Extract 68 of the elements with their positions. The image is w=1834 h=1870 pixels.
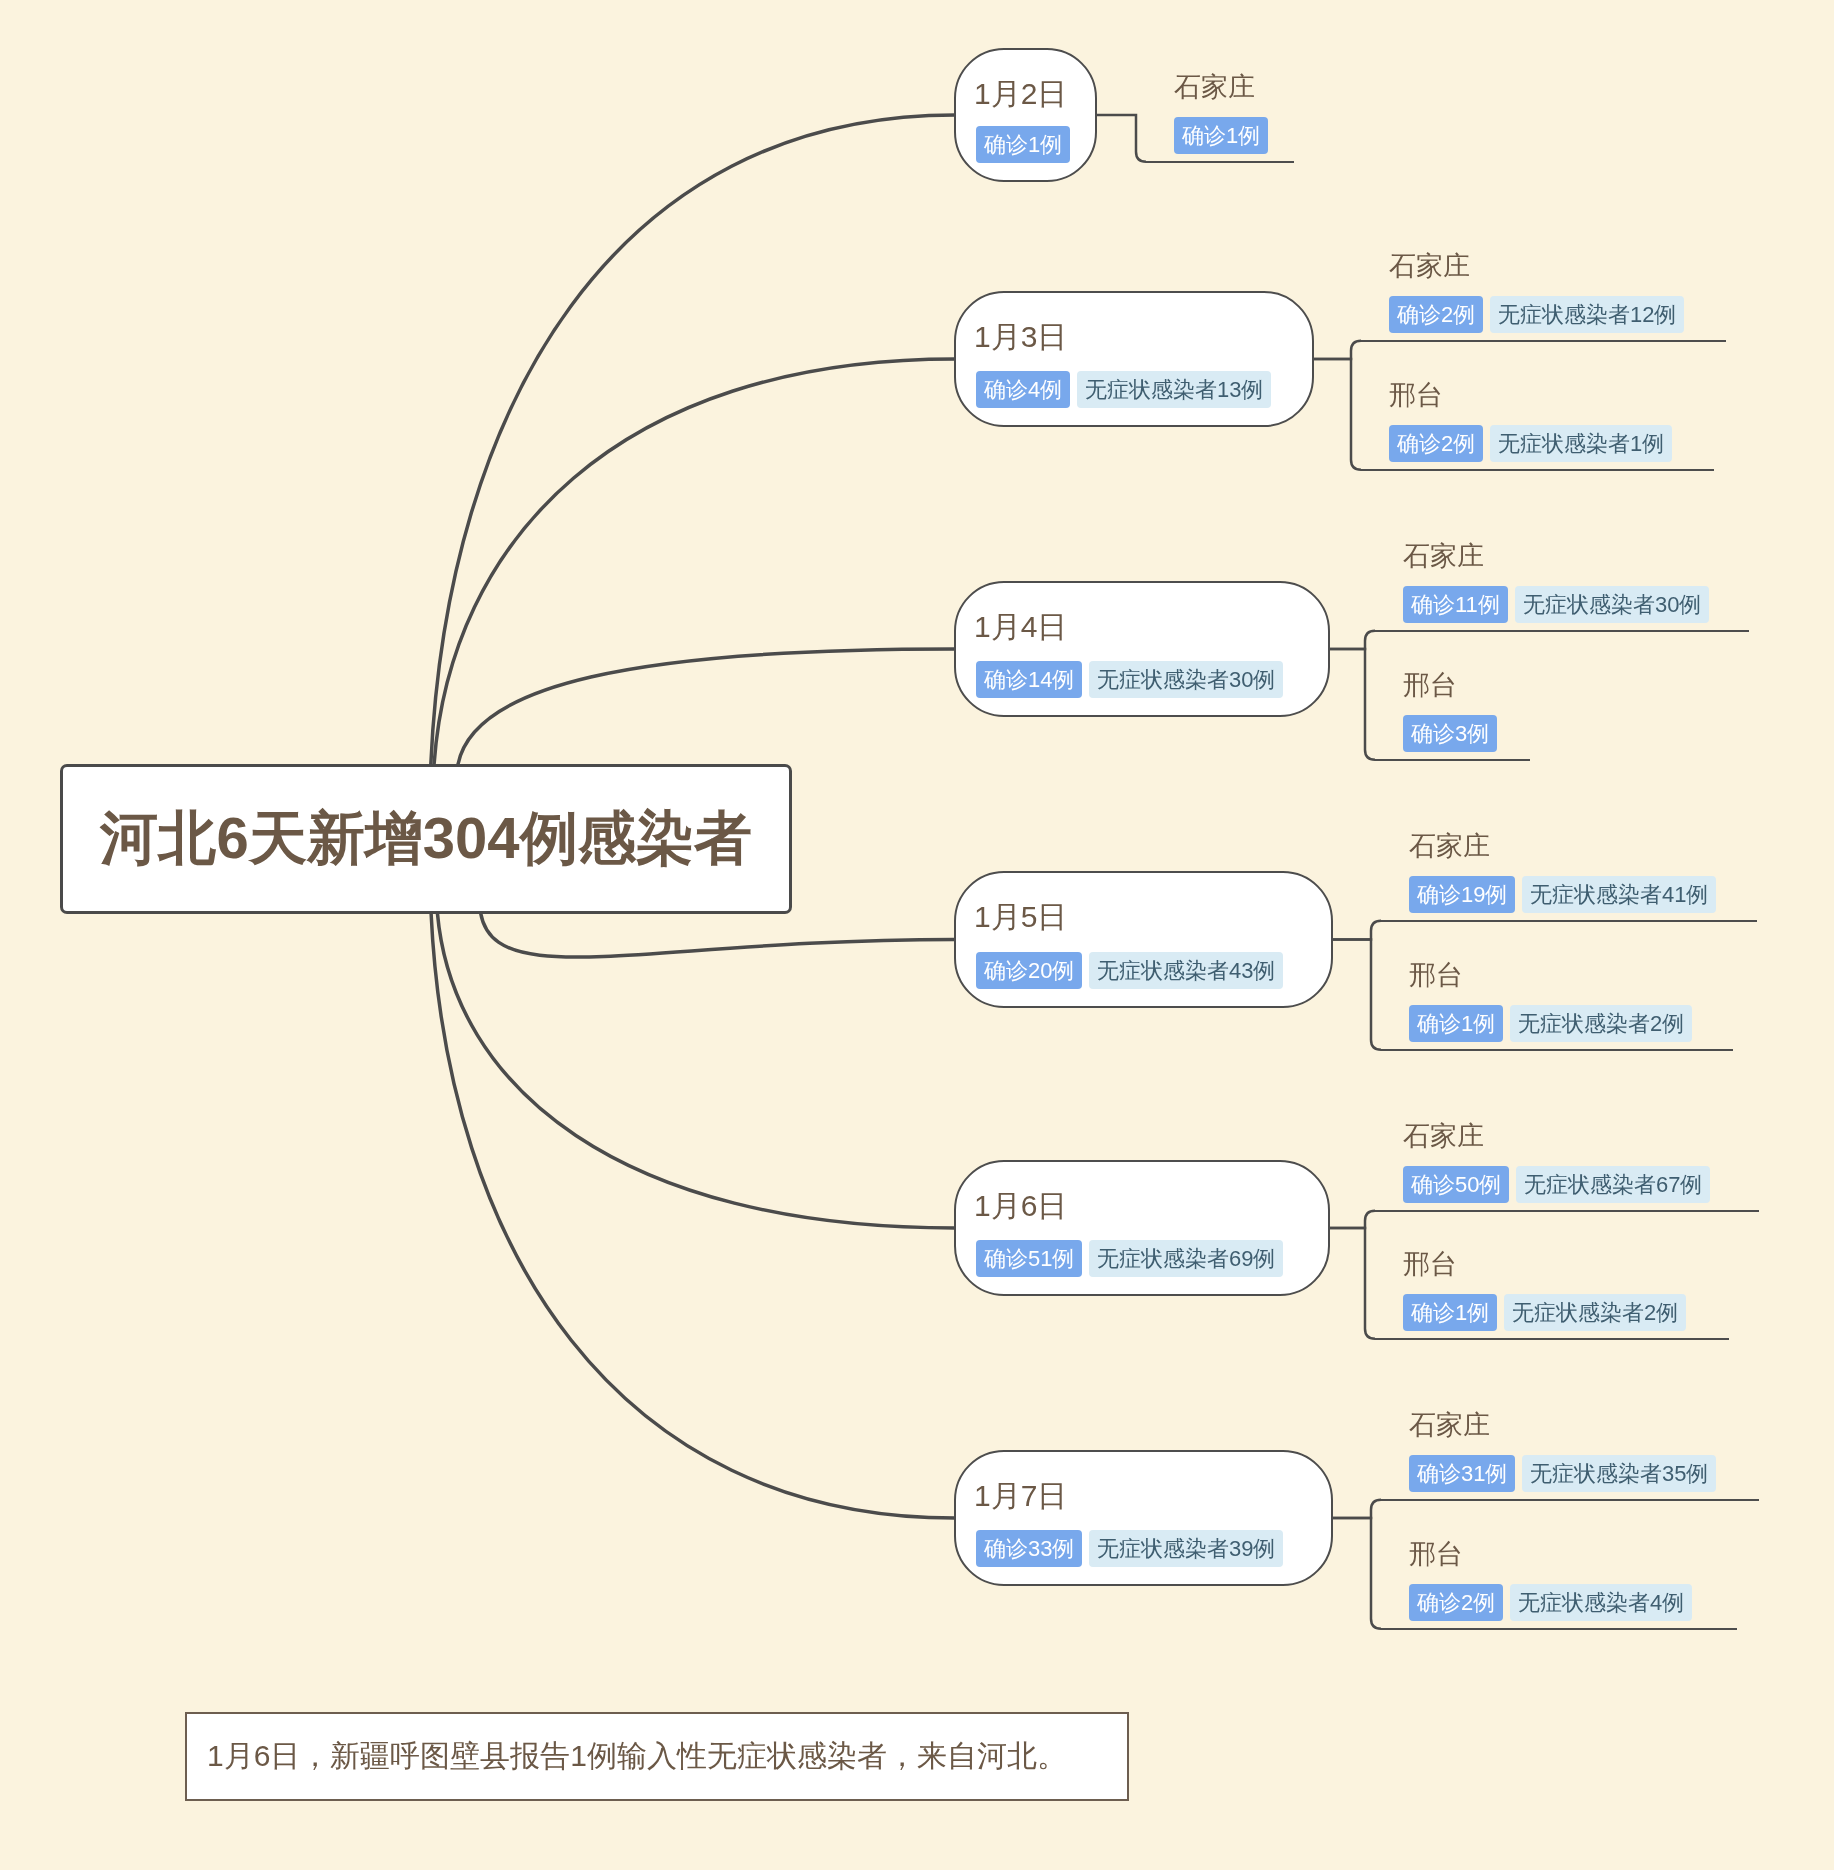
city-label: 邢台 xyxy=(1403,669,1457,702)
asymptomatic-count-tag: 无症状感染者39例 xyxy=(1089,1530,1284,1567)
branch-line xyxy=(1329,1226,1377,1341)
city-label: 石家庄 xyxy=(1403,1120,1484,1153)
confirmed-count-tag: 确诊2例 xyxy=(1389,296,1484,333)
date-box xyxy=(954,48,1097,182)
confirmed-count-tag: 确诊2例 xyxy=(1389,425,1484,462)
branch-curve xyxy=(432,357,956,766)
asymptomatic-count-tag: 无症状感染者2例 xyxy=(1510,1005,1693,1042)
city-label: 石家庄 xyxy=(1389,250,1470,283)
confirmed-count-tag: 确诊1例 xyxy=(1403,1294,1498,1331)
confirmed-count-tag: 确诊1例 xyxy=(1174,117,1269,154)
city-label: 邢台 xyxy=(1409,959,1463,992)
city-label: 石家庄 xyxy=(1409,1409,1490,1442)
confirmed-count-tag: 确诊50例 xyxy=(1403,1166,1510,1203)
date-label: 1月6日 xyxy=(974,1188,1068,1224)
asymptomatic-count-tag: 无症状感染者67例 xyxy=(1516,1166,1711,1203)
asymptomatic-count-tag: 无症状感染者2例 xyxy=(1504,1294,1687,1331)
city-label: 石家庄 xyxy=(1174,71,1255,104)
confirmed-count-tag: 确诊11例 xyxy=(1403,586,1508,623)
confirmed-count-tag: 确诊33例 xyxy=(976,1530,1083,1567)
confirmed-count-tag: 确诊31例 xyxy=(1409,1455,1516,1492)
asymptomatic-count-tag: 无症状感染者12例 xyxy=(1490,296,1685,333)
date-label: 1月7日 xyxy=(974,1478,1068,1514)
branch-line xyxy=(1329,647,1377,762)
city-label: 邢台 xyxy=(1403,1248,1457,1281)
branch-line xyxy=(1313,357,1363,472)
confirmed-count-tag: 确诊3例 xyxy=(1403,715,1498,752)
branch-line xyxy=(1096,113,1148,164)
confirmed-count-tag: 确诊1例 xyxy=(976,126,1071,163)
asymptomatic-count-tag: 无症状感染者43例 xyxy=(1089,952,1284,989)
confirmed-count-tag: 确诊4例 xyxy=(976,371,1071,408)
asymptomatic-count-tag: 无症状感染者4例 xyxy=(1510,1584,1693,1621)
asymptomatic-count-tag: 无症状感染者30例 xyxy=(1515,586,1710,623)
title-box: 河北6天新增304例感染者 xyxy=(60,764,792,914)
branch-curve xyxy=(435,912,956,1230)
city-label: 邢台 xyxy=(1389,379,1443,412)
branch-line xyxy=(1332,1516,1383,1631)
date-label: 1月5日 xyxy=(974,899,1068,935)
city-label: 石家庄 xyxy=(1403,540,1484,573)
date-box xyxy=(954,581,1330,717)
note-box: 1月6日，新疆呼图壁县报告1例输入性无症状感染者，来自河北。 xyxy=(185,1712,1129,1801)
date-box xyxy=(954,1160,1330,1296)
date-box xyxy=(954,871,1333,1008)
branch-curve xyxy=(429,912,956,1520)
asymptomatic-count-tag: 无症状感染者30例 xyxy=(1089,661,1284,698)
confirmed-count-tag: 确诊1例 xyxy=(1409,1005,1504,1042)
confirmed-count-tag: 确诊20例 xyxy=(976,952,1083,989)
date-label: 1月3日 xyxy=(974,319,1068,355)
branch-curve xyxy=(456,647,955,766)
date-box xyxy=(954,1450,1333,1586)
city-label: 石家庄 xyxy=(1409,830,1490,863)
asymptomatic-count-tag: 无症状感染者1例 xyxy=(1490,425,1673,462)
date-label: 1月4日 xyxy=(974,609,1068,645)
confirmed-count-tag: 确诊14例 xyxy=(976,661,1083,698)
date-label: 1月2日 xyxy=(974,76,1068,112)
asymptomatic-count-tag: 无症状感染者41例 xyxy=(1522,876,1717,913)
confirmed-count-tag: 确诊51例 xyxy=(976,1240,1083,1277)
branch-line xyxy=(1332,938,1383,1052)
confirmed-count-tag: 确诊2例 xyxy=(1409,1584,1504,1621)
confirmed-count-tag: 确诊19例 xyxy=(1409,876,1516,913)
asymptomatic-count-tag: 无症状感染者35例 xyxy=(1522,1455,1717,1492)
city-label: 邢台 xyxy=(1409,1538,1463,1571)
branch-curve xyxy=(478,912,956,959)
branch-curve xyxy=(429,113,956,766)
asymptomatic-count-tag: 无症状感染者13例 xyxy=(1077,371,1272,408)
date-box xyxy=(954,291,1314,427)
asymptomatic-count-tag: 无症状感染者69例 xyxy=(1089,1240,1284,1277)
